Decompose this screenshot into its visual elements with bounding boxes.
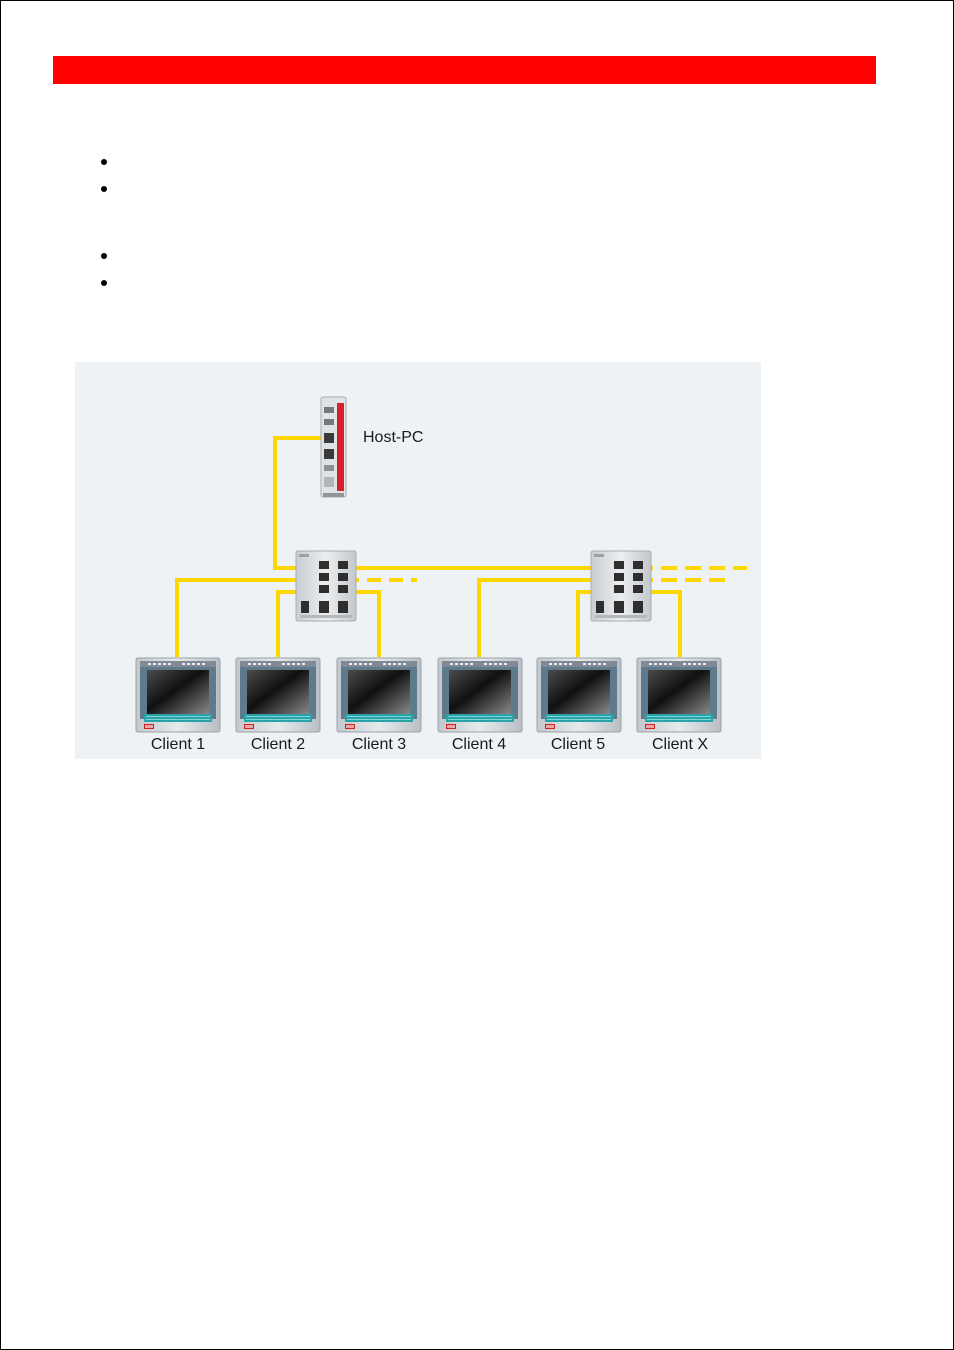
network-switch-icon [590, 550, 652, 622]
bullet-point [101, 186, 107, 192]
panel-pc-icon [135, 657, 221, 733]
panel-pc-icon [336, 657, 422, 733]
client-label: Client X [651, 736, 709, 753]
panel-pc-icon [437, 657, 523, 733]
cable-client1 [175, 578, 322, 657]
client-label: Client 4 [451, 736, 507, 753]
client-label: Client 2 [250, 736, 306, 753]
panel-pc-icon [536, 657, 622, 733]
panel-pc-icon [235, 657, 321, 733]
bullet-point [101, 280, 107, 286]
bullet-point [101, 159, 107, 165]
cable-client4 [477, 578, 617, 657]
panel-pc-icon [636, 657, 722, 733]
section-title-bar [53, 56, 876, 84]
network-topology-diagram: Host-PC Client 1 Client 2 Client 3 Clien… [75, 362, 761, 759]
ethernet-cables [175, 436, 747, 657]
client-label: Client 5 [550, 736, 606, 753]
client-label: Client 1 [150, 736, 206, 753]
network-switch-icon [295, 550, 357, 622]
client-label: Client 3 [351, 736, 407, 753]
industrial-pc-icon [320, 396, 347, 498]
bullet-point [101, 253, 107, 259]
host-pc-label: Host-PC [363, 429, 424, 446]
